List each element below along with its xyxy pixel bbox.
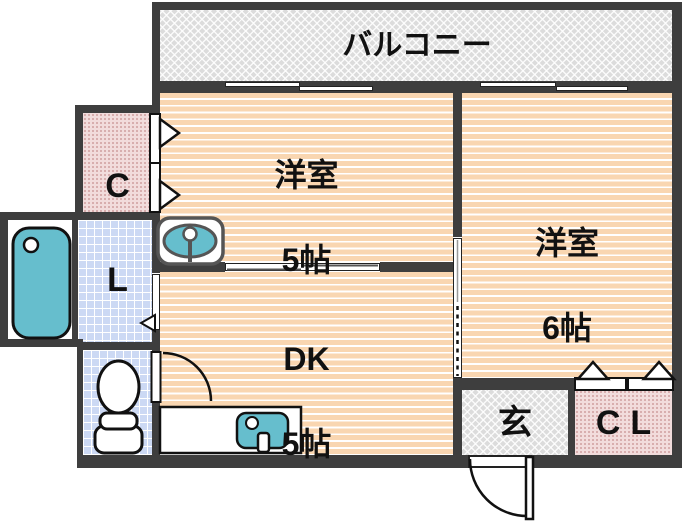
balcony-floor [160,10,672,81]
toilet-wall-top [77,342,152,350]
dk-west-wall-seg1 [152,220,160,273]
sliding-door-icon [453,238,462,378]
closet-se-label: CL [595,404,662,442]
closet-se-floor [575,390,672,455]
washroom-sliding-door-icon [152,274,160,330]
western5-label: 洋室 5帖 [160,112,453,323]
toilet-wall-left [77,342,83,468]
balcony-wall-left [152,2,160,81]
window-icon [480,82,556,87]
balcony-label: バルコニー [342,29,492,62]
room5-dk-divider-seg1 [152,262,225,272]
genkan-closet-divider [568,390,575,455]
closet-nw-line2: L [107,261,128,299]
genkan-label: 玄 [498,404,532,442]
sliding-door-icon [225,263,380,271]
window-icon [556,86,628,91]
dk-west-wall-seg3 [152,402,160,455]
dk-size: 5帖 [281,425,332,462]
entrance-opening [468,455,532,468]
genkan-floor [462,390,568,455]
closet-nw-label: C L [83,116,152,351]
balcony-wall-right [672,2,682,81]
western6-floor [462,93,672,378]
bath-wall-left [0,212,8,347]
dk-name: DK [283,341,330,378]
genkan-wall-top [453,378,575,390]
western6-name: 洋室 [534,225,599,262]
western6-label: 洋室 6帖 [462,180,672,391]
genkan-wall-left [453,378,462,455]
western6-size: 6帖 [542,309,592,346]
center-wall-upper [453,81,462,237]
bathroom-floor [8,220,72,339]
western5-name: 洋室 [274,157,339,194]
room5-dk-divider-seg2 [380,262,453,272]
balcony-wall-top [152,2,682,10]
bath-wall-bottom [0,339,83,347]
wall-bottom-left-seg [77,455,468,468]
toilet-floor [83,350,152,455]
wall-bottom-right-seg [532,455,682,468]
wall-right [672,81,682,468]
dk-label: DK 5帖 [160,296,453,507]
closet-nw-wall-left [75,105,83,220]
closet-nw-line1: C [105,167,130,205]
western5-size: 5帖 [281,241,332,278]
window-icon [225,82,300,87]
wall-left-upper [152,81,160,220]
bath-washroom-divider [72,220,78,339]
dk-west-wall-seg2 [152,330,160,352]
closet-nw-wall-top [75,105,160,113]
closet-nw-floor [83,113,152,212]
window-icon [299,86,373,91]
